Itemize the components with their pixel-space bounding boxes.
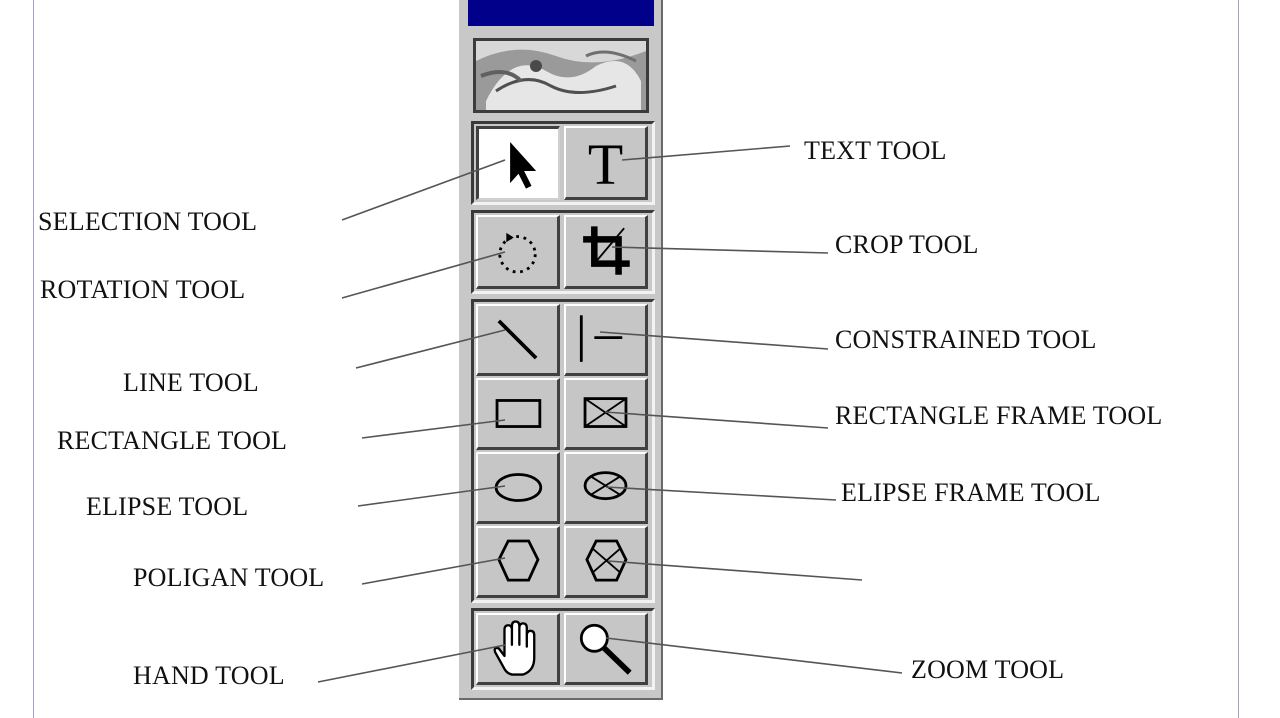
magnifier-icon (579, 623, 632, 675)
svg-text:T: T (588, 132, 623, 197)
tool-group-hand-zoom (471, 608, 655, 690)
leader-selection-tool (341, 159, 506, 221)
rectangle-icon (495, 399, 542, 428)
leader-text-tool (621, 145, 791, 161)
rotation-tool-button[interactable] (476, 215, 560, 289)
rotation-tool-label: ROTATION TOOL (40, 275, 246, 304)
zoom-tool-button[interactable] (564, 613, 648, 685)
crop-icon (583, 226, 630, 275)
polygon-tool-button[interactable] (476, 526, 560, 598)
polygon-frame-tool-button[interactable] (564, 526, 648, 598)
leader-constrained-tool (599, 331, 829, 350)
leader-crop-tool (611, 246, 829, 254)
leader-elipse-frame-tool (605, 486, 837, 501)
poligan-tool-label: POLIGAN TOOL (133, 563, 325, 592)
leader-line-tool (355, 329, 506, 369)
zoom-tool-label: ZOOM TOOL (911, 655, 1065, 684)
preview-image-icon (476, 41, 646, 110)
hand-icon (493, 620, 536, 676)
selection-tool-label: SELECTION TOOL (38, 207, 258, 236)
hand-tool-label: HAND TOOL (133, 661, 285, 690)
constrained-tool-button[interactable] (564, 304, 648, 376)
leader-rotation-tool (341, 251, 506, 299)
ellipse-tool-button[interactable] (476, 452, 560, 524)
line-tool-label: LINE TOOL (123, 368, 259, 397)
selection-tool-button[interactable] (476, 126, 560, 200)
elipse-tool-label: ELIPSE TOOL (86, 492, 249, 521)
rectangle-tool-button[interactable] (476, 378, 560, 450)
right-frame-line (1238, 0, 1239, 718)
rectangle-frame-tool-label: RECTANGLE FRAME TOOL (835, 401, 1163, 430)
letter-t-icon: T (588, 132, 623, 197)
arrow-pointer-icon (510, 142, 537, 189)
leader-zoom-tool (605, 637, 903, 674)
polygon-frame-icon (585, 539, 628, 582)
tool-group-select-text (471, 121, 655, 205)
leader-elipse-tool (357, 485, 506, 507)
dotted-circle-icon (498, 232, 537, 274)
constrained-line-icon (579, 315, 623, 362)
text-tool-button[interactable]: T (564, 126, 648, 200)
left-frame-line (33, 0, 34, 718)
ellipse-frame-tool-button[interactable] (564, 452, 648, 524)
diagonal-line-icon (497, 319, 538, 360)
text-tool-label: TEXT TOOL (804, 136, 947, 165)
elipse-frame-tool-label: ELIPSE FRAME TOOL (841, 478, 1101, 507)
ellipse-frame-icon (583, 471, 628, 501)
leader-rectangle-frame-tool (604, 411, 829, 429)
rectangle-tool-label: RECTANGLE TOOL (57, 426, 288, 455)
leader-poligan-tool (361, 557, 506, 585)
tool-group-rotate-crop (471, 210, 655, 294)
palette-title-bar[interactable] (468, 0, 654, 26)
crop-tool-label: CROP TOOL (835, 230, 979, 259)
hand-tool-button[interactable] (476, 613, 560, 685)
crop-tool-button[interactable] (564, 215, 648, 289)
preview-thumbnail (473, 38, 649, 113)
constrained-tool-label: CONSTRAINED TOOL (835, 325, 1097, 354)
leader-rectangle-tool (361, 419, 506, 439)
leader-hand-tool (317, 644, 506, 683)
line-tool-button[interactable] (476, 304, 560, 376)
leader-poligan-frame-tool (607, 560, 863, 581)
tool-group-shapes (471, 299, 655, 603)
